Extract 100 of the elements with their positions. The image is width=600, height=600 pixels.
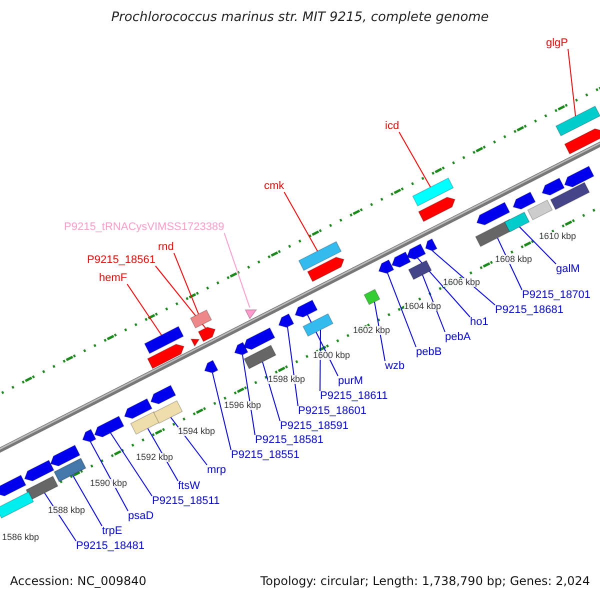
gene-triangle bbox=[244, 309, 258, 320]
gene-feature bbox=[512, 192, 536, 210]
position-label: 1608 kbp bbox=[495, 255, 532, 264]
gene-feature bbox=[147, 344, 184, 370]
gene-label: P9215_18701 bbox=[522, 290, 591, 301]
gene-feature bbox=[294, 300, 318, 318]
leader-line bbox=[224, 232, 250, 308]
gene-bar bbox=[527, 200, 553, 220]
leader-line bbox=[320, 329, 321, 392]
leader-line bbox=[155, 266, 206, 329]
leader-line bbox=[417, 257, 470, 318]
leader-line bbox=[284, 192, 318, 252]
gene-bar bbox=[408, 260, 432, 280]
gene-label: icd bbox=[385, 121, 400, 132]
position-label: 1594 kbp bbox=[178, 427, 216, 436]
position-label: 1596 kbp bbox=[224, 401, 262, 410]
gene-bar bbox=[412, 177, 454, 207]
leader-line bbox=[398, 132, 431, 188]
leader-line bbox=[212, 372, 232, 450]
gene-label: P9215_18511 bbox=[152, 496, 220, 507]
gene-label: ftsW bbox=[178, 481, 200, 492]
leader-line bbox=[287, 326, 298, 406]
leader-line bbox=[173, 252, 199, 315]
gene-label: rnd bbox=[158, 242, 174, 253]
gene-feature bbox=[378, 259, 394, 274]
position-label: 1588 kbp bbox=[48, 506, 86, 515]
position-label: 1590 kbp bbox=[90, 479, 128, 488]
genome-summary: Topology: circular; Length: 1,738,790 bp; Genes: 2,024 bbox=[260, 575, 590, 587]
leader-line bbox=[126, 284, 162, 336]
gene-label: P9215_18561 bbox=[87, 255, 156, 266]
gene-feature bbox=[198, 326, 216, 342]
gene-bar bbox=[302, 313, 334, 337]
gene-feature bbox=[542, 178, 565, 196]
position-label: 1600 kbp bbox=[313, 351, 350, 360]
gene-feature bbox=[564, 166, 594, 188]
gene-bar bbox=[0, 491, 34, 519]
position-label: 1598 kbp bbox=[268, 375, 306, 384]
gene-bar bbox=[190, 309, 212, 329]
gene-bar bbox=[26, 476, 58, 500]
gene-bar bbox=[504, 212, 530, 232]
gene-feature bbox=[82, 428, 96, 442]
gene-feature bbox=[425, 238, 438, 252]
position-label: 1592 kbp bbox=[136, 453, 174, 462]
gene-label: P9215_18551 bbox=[231, 450, 300, 461]
gene-label: P9215_18611 bbox=[320, 391, 388, 402]
gene-bar bbox=[54, 458, 86, 482]
gene-bar bbox=[244, 344, 276, 370]
gene-feature bbox=[94, 416, 124, 438]
gene-label: mrp bbox=[207, 465, 226, 476]
gene-label: galM bbox=[556, 264, 580, 275]
gene-triangle bbox=[190, 338, 200, 347]
leader-line bbox=[262, 361, 280, 422]
gene-label: P9215_18581 bbox=[255, 435, 324, 446]
gene-feature bbox=[476, 202, 510, 226]
gene-label: P9215_18591 bbox=[280, 421, 349, 432]
gene-feature bbox=[307, 256, 344, 282]
gene-feature bbox=[150, 384, 176, 404]
gene-bar bbox=[364, 288, 380, 306]
gene-label: P9215_18481 bbox=[76, 541, 145, 552]
leader-line bbox=[519, 226, 556, 264]
gene-bar bbox=[144, 326, 184, 354]
gene-feature bbox=[204, 360, 218, 374]
gene-label: hemF bbox=[99, 273, 128, 284]
position-label: 1586 kbp bbox=[2, 533, 40, 542]
gene-feature bbox=[50, 444, 80, 466]
leader-line bbox=[90, 441, 128, 512]
position-label: 1602 kbp bbox=[353, 326, 390, 335]
leader-line bbox=[422, 274, 446, 332]
gene-feature bbox=[234, 342, 248, 356]
position-label: 1606 kbp bbox=[443, 278, 480, 287]
position-label: 1610 kbp bbox=[539, 232, 576, 241]
gene-bar bbox=[153, 400, 183, 424]
gene-label: psaD bbox=[128, 511, 154, 522]
gene-feature bbox=[24, 460, 54, 482]
leader-line bbox=[72, 474, 102, 526]
gene-label: purM bbox=[338, 376, 364, 387]
leader-line bbox=[568, 48, 576, 117]
gene-label: wzb bbox=[385, 361, 405, 372]
gene-feature bbox=[564, 128, 600, 155]
leader-line bbox=[110, 432, 152, 496]
gene-label: pebB bbox=[416, 347, 442, 358]
accession-note: Accession: NC_009840 bbox=[10, 575, 146, 587]
gene-label: glgP bbox=[546, 38, 568, 49]
leader-line bbox=[387, 272, 416, 348]
gene-bar bbox=[555, 106, 600, 136]
position-label: 1604 kbp bbox=[404, 302, 442, 311]
leader-line bbox=[242, 354, 256, 436]
leader-line bbox=[374, 301, 386, 362]
gene-feature bbox=[124, 398, 152, 419]
gene-bar bbox=[130, 411, 160, 435]
gene-label: P9215_18681 bbox=[495, 305, 564, 316]
title: Prochlorococcus marinus str. MIT 9215, complete genome bbox=[110, 11, 490, 24]
gene-bar bbox=[298, 241, 342, 271]
gene-label: cmk bbox=[264, 181, 284, 192]
gene-bar bbox=[550, 182, 590, 210]
gene-label: P9215_tRNACysVIMSS1723389 bbox=[64, 222, 224, 233]
gene-feature bbox=[391, 251, 412, 268]
gene-feature bbox=[243, 327, 276, 350]
gene-feature bbox=[278, 313, 294, 328]
gene-label: trpE bbox=[102, 526, 122, 537]
